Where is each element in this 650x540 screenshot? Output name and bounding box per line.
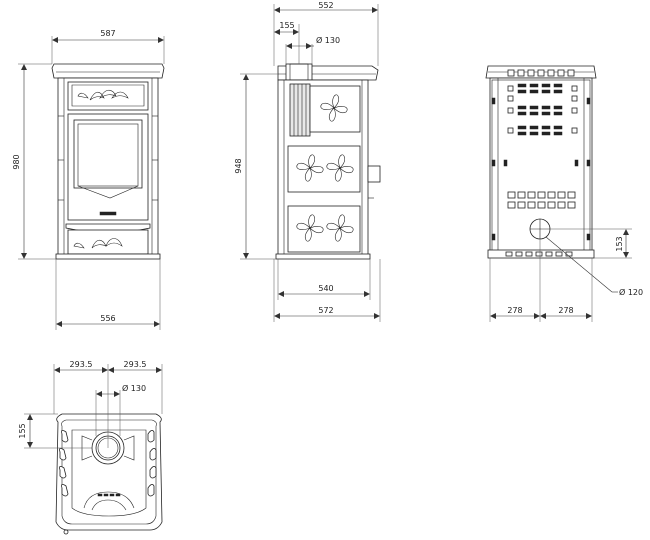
top-view: 293.5 293.5 Ø 130 155 [18,360,163,535]
side-depth-top: 552 [318,1,333,10]
front-width-bottom: 556 [100,314,115,323]
rear-view: 153 Ø 120 278 278 [485,65,643,322]
top-half-right: 293.5 [124,360,147,369]
rear-outlet-height: 153 [615,236,624,251]
side-total-depth: 572 [318,306,333,315]
rear-half-left: 278 [507,306,522,315]
side-view: 552 155 Ø 130 948 540 572 [234,1,381,322]
side-flue-offset: 155 [279,21,294,30]
side-height: 948 [234,158,243,173]
side-base-depth: 540 [318,284,333,293]
front-height: 980 [12,154,21,169]
top-half-left: 293.5 [70,360,93,369]
rear-outlet-diameter: Ø 120 [619,287,643,297]
front-view: 587 980 556 [12,29,165,330]
rear-half-right: 278 [558,306,573,315]
top-flue-diameter: Ø 130 [122,383,146,393]
top-flue-depth: 155 [18,423,27,438]
side-flue-diameter: Ø 130 [316,35,340,45]
front-width-top: 587 [100,29,115,38]
